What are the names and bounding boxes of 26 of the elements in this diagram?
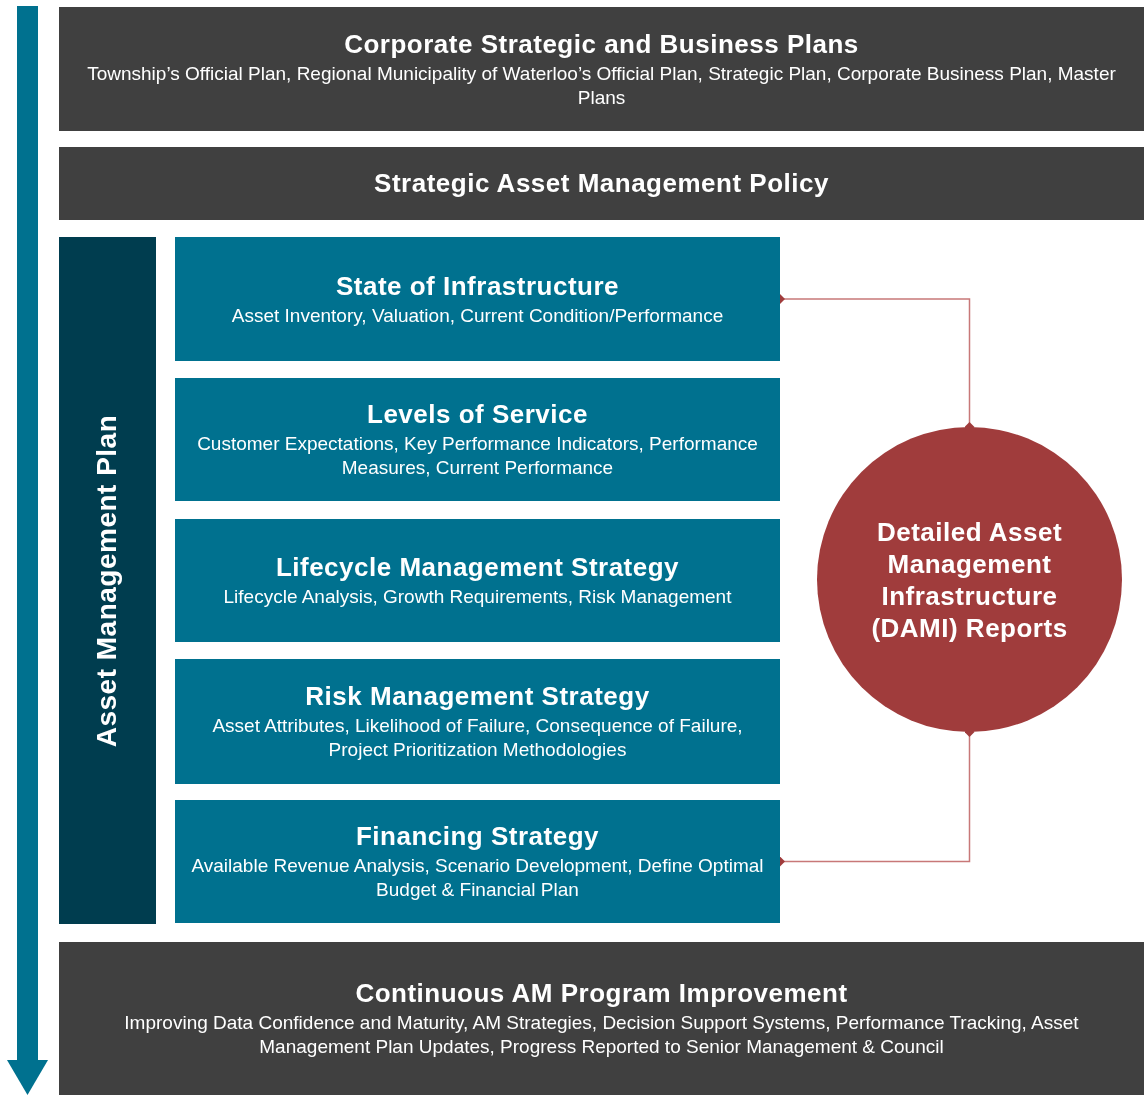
vertical-label-bar bbox=[59, 237, 156, 924]
improvement-banner bbox=[59, 942, 1144, 1095]
description: Township’s Official Plan, Regional Municipality of Waterloo’s Official Plan, Strategic Plan, Corporate Business Plan, Master Plans bbox=[86, 61, 1117, 110]
process-box bbox=[175, 378, 780, 501]
heading: Risk Management Strategy bbox=[305, 681, 650, 712]
description: Improving Data Confidence and Maturity, AM Strategies, Decision Support Systems, Performance Tracking, Asset Management Plan Updates, Progress Reported to Senior Management & Council bbox=[123, 1011, 1080, 1059]
description: Customer Expectations, Key Performance Indicators, Performance Measures, Current Performance bbox=[196, 432, 759, 480]
heading: Lifecycle Management Strategy bbox=[275, 552, 680, 583]
description: Available Revenue Analysis, Scenario Development, Define Optimal Budget & Financial Plan bbox=[190, 854, 765, 902]
description: Lifecycle Analysis, Growth Requirements, Risk Management bbox=[223, 585, 732, 609]
process-box bbox=[175, 800, 780, 923]
plan-banner bbox=[59, 7, 1144, 131]
heading: Financing Strategy bbox=[355, 821, 599, 852]
heading: Continuous AM Program Improvement bbox=[355, 978, 848, 1009]
heading: Asset Management Plan bbox=[91, 414, 124, 747]
heading: Strategic Asset Management Policy bbox=[374, 168, 829, 199]
heading: Levels of Service bbox=[367, 399, 588, 430]
description: Asset Attributes, Likelihood of Failure, Consequence of Failure, Project Prioritization Methodologies bbox=[211, 714, 744, 762]
process-box bbox=[175, 237, 780, 361]
description: Asset Inventory, Valuation, Current Condition/Performance bbox=[231, 303, 724, 328]
process-box bbox=[175, 519, 780, 642]
heading: Corporate Strategic and Business Plans bbox=[344, 28, 859, 60]
heading: Detailed Asset Management Infrastructure (DAMI) Reports bbox=[870, 515, 1069, 644]
heading: State of Infrastructure bbox=[335, 270, 620, 302]
policy-banner bbox=[59, 147, 1144, 220]
process-box bbox=[175, 659, 780, 784]
